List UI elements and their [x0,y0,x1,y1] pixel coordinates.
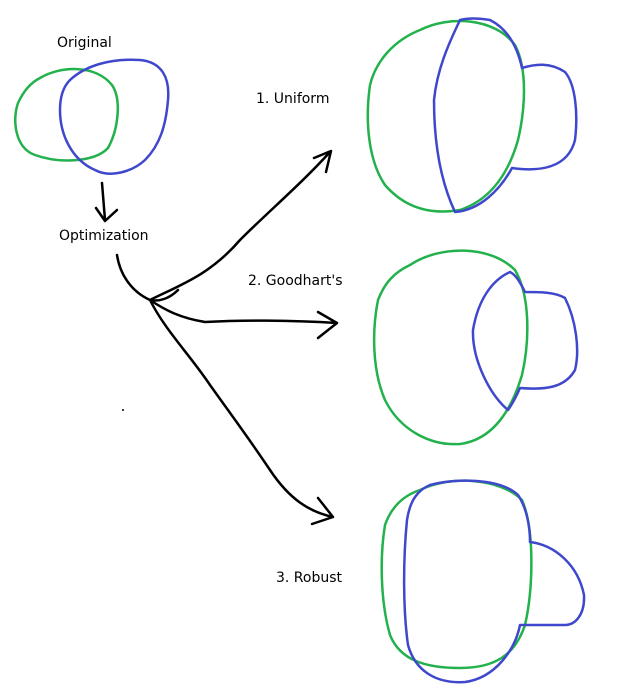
branch-stem [115,253,180,302]
goodhart-blue-shape [471,270,579,412]
goodhart-diagram [372,249,579,446]
stray-dot [122,409,124,411]
uniform-diagram [366,17,578,214]
robust-diagram [380,479,586,684]
original-green-shape [14,67,119,162]
arrow-to-robust [148,298,335,526]
label-uniform: 1. Uniform [256,91,330,107]
label-original: Original [57,35,112,51]
uniform-blue-shape [432,17,578,214]
down-arrow [94,181,119,223]
original-diagram [14,58,170,175]
label-robust: 3. Robust [276,570,343,586]
label-optimization: Optimization [59,228,149,244]
original-blue-shape [58,58,170,175]
arrow-to-uniform [148,149,333,302]
robust-blue-shape [402,479,586,684]
branch-arrows [115,149,339,526]
label-goodhart: 2. Goodhart's [248,273,343,289]
arrow-to-goodhart [148,298,339,340]
goodhart-green-shape [372,249,529,446]
